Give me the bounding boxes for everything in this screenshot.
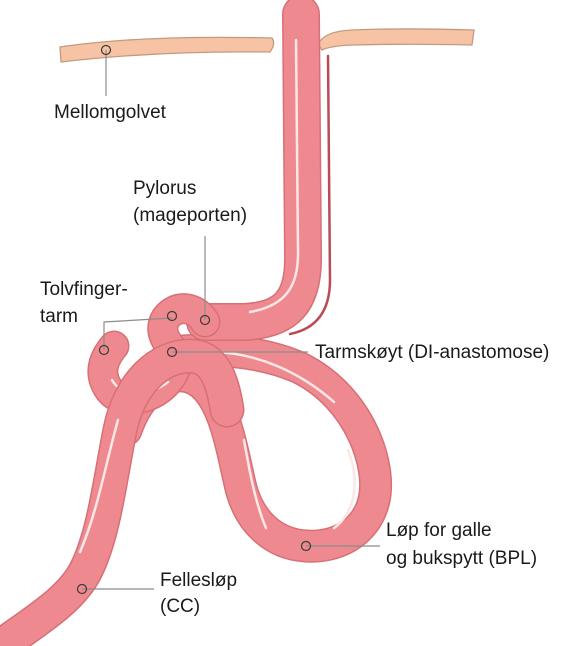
label-pylorus-line1: Pylorus (133, 178, 196, 199)
stomach-tube (205, 14, 330, 334)
label-bpl-line1: Løp for galle (386, 520, 492, 541)
label-cc-line1: Fellesløp (160, 570, 237, 591)
label-duodenum-line2: tarm (40, 306, 78, 327)
label-anastomosis: Tarmskøyt (DI-anastomose) (315, 342, 549, 363)
label-cc-line2: (CC) (160, 596, 200, 617)
diaphragm (60, 29, 474, 62)
label-pylorus-line2: (mageporten) (133, 205, 247, 226)
label-diaphragm: Mellomgolvet (54, 102, 167, 123)
label-bpl-line2: og bukspytt (BPL) (386, 548, 537, 569)
diaphragm-left (60, 37, 274, 62)
diaphragm-right (318, 29, 474, 50)
label-duodenum-line1: Tolvfinger- (40, 279, 128, 300)
